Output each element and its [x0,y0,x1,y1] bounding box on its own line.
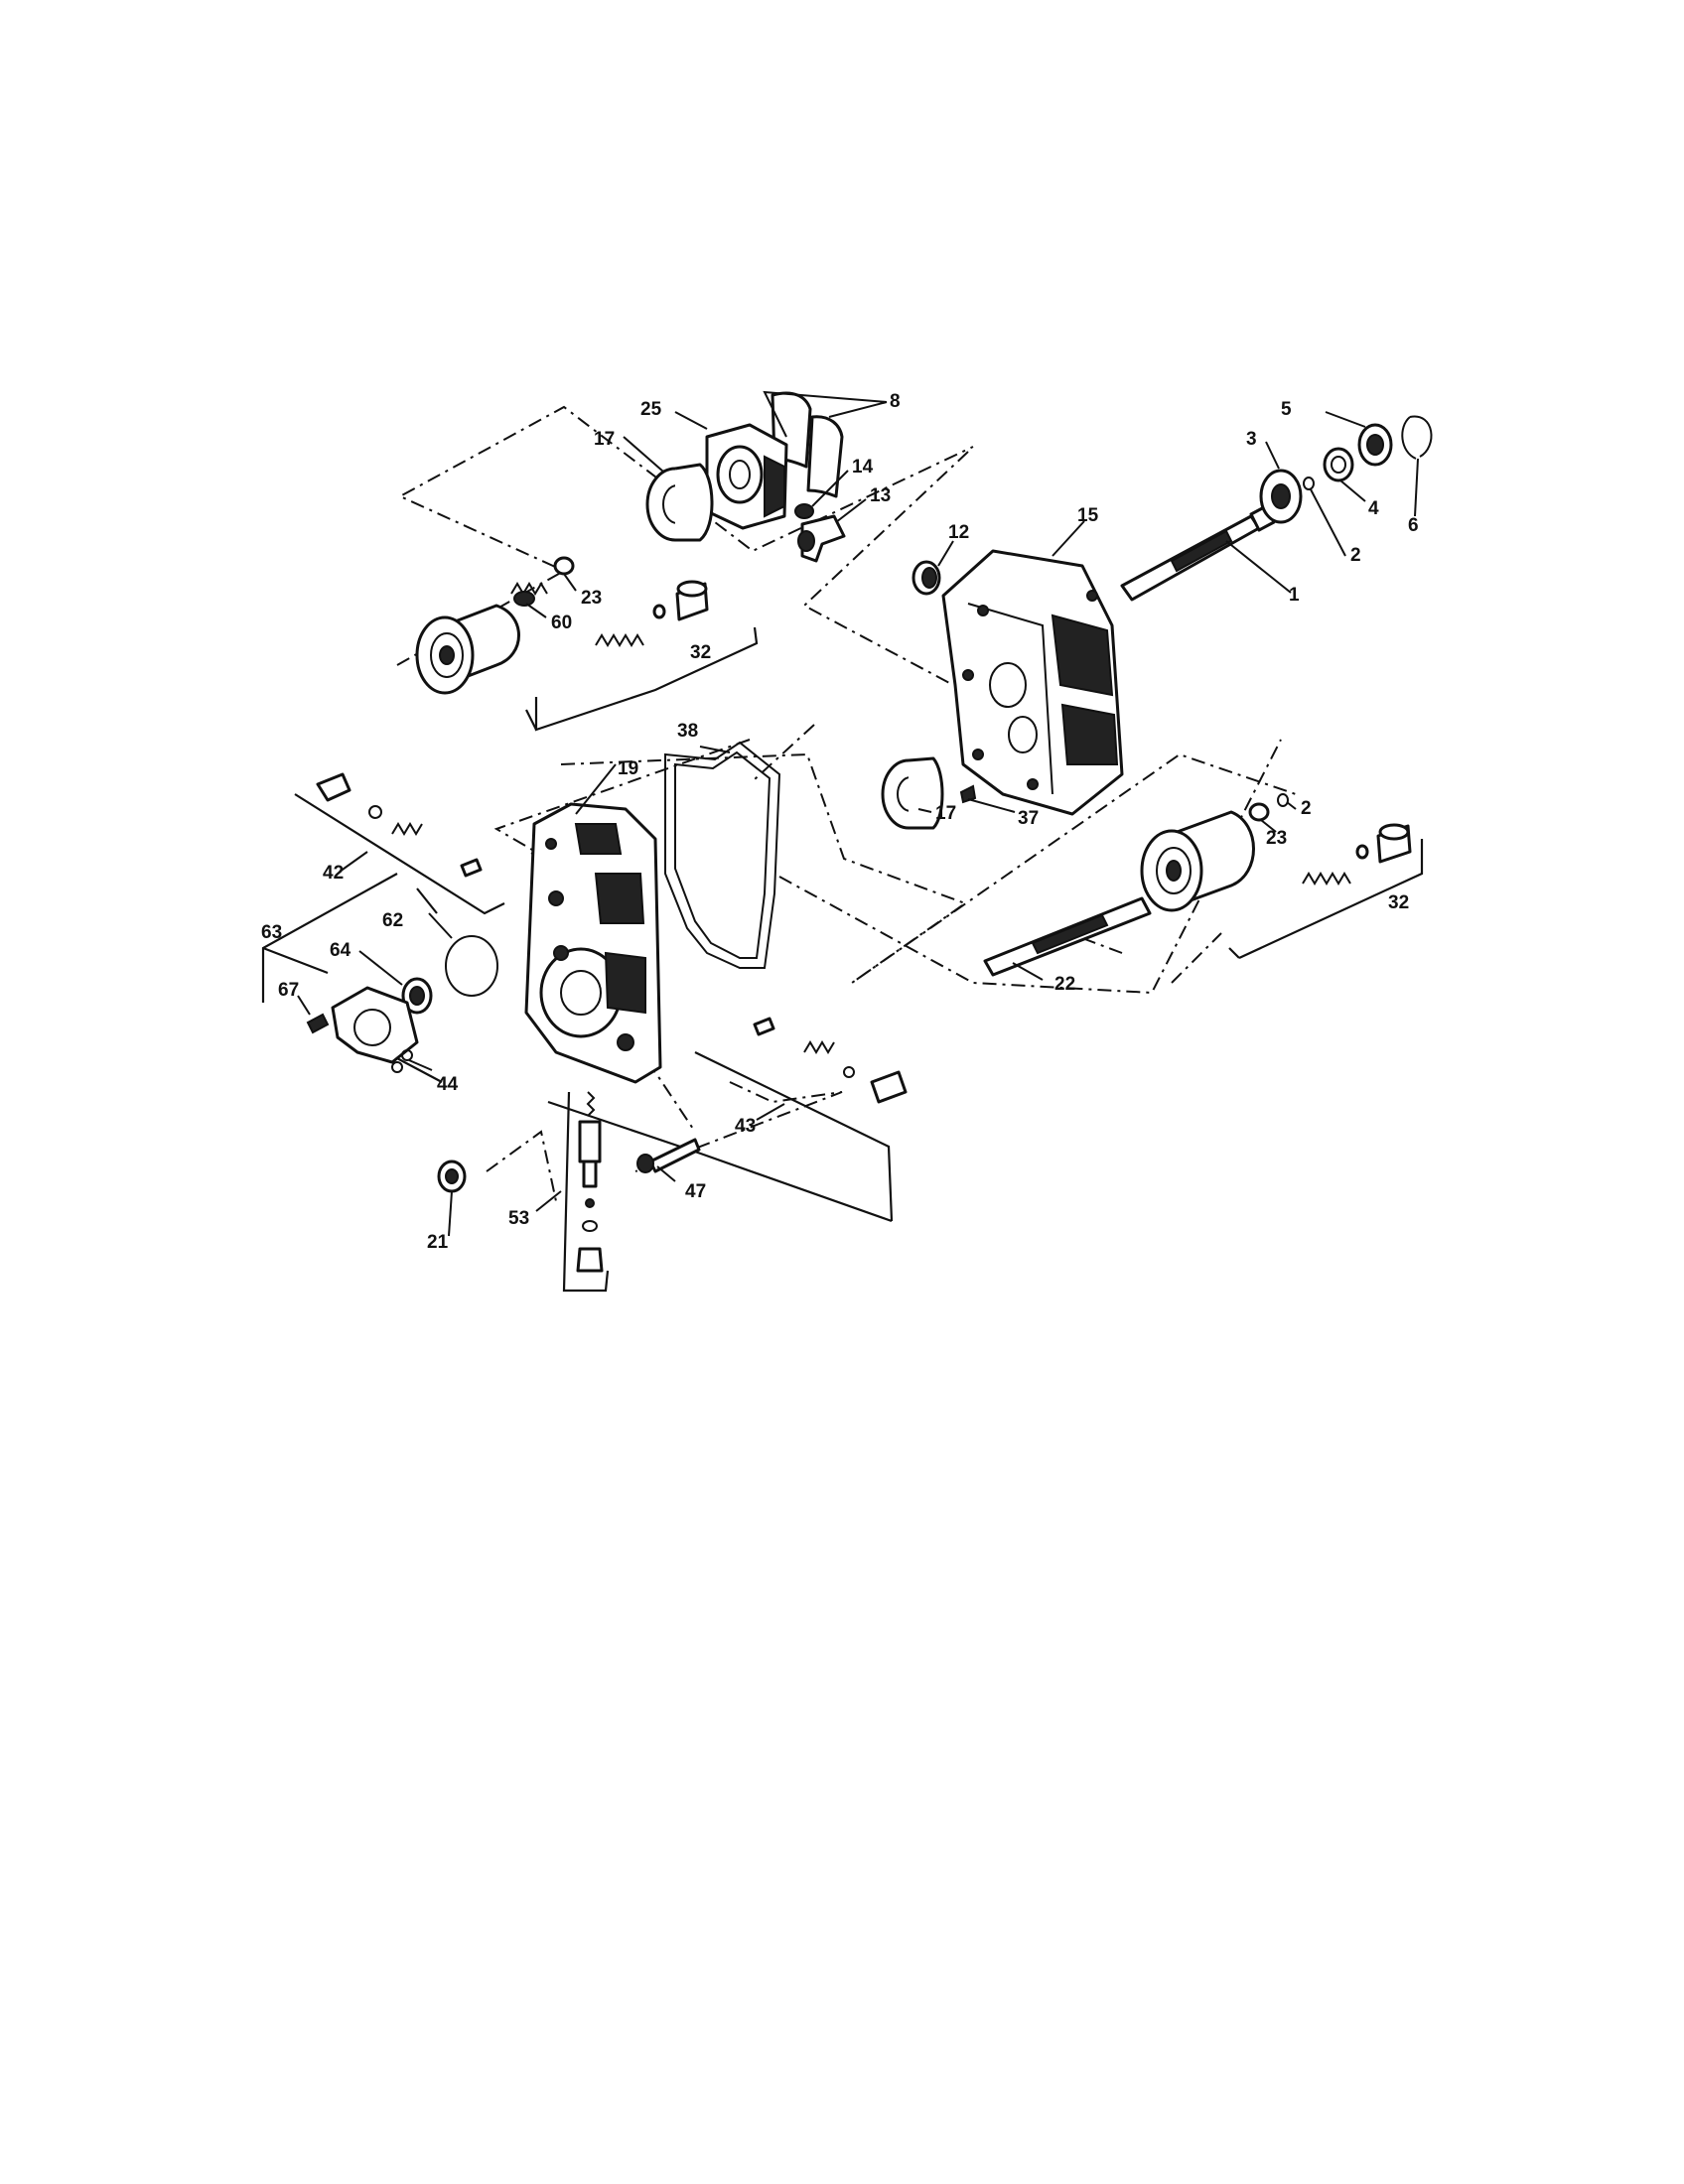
part-60-check-spring [510,582,548,607]
part-6-retaining-ring [1401,415,1433,460]
callout-37: 37 [1018,808,1039,829]
callout-64: 64 [330,940,351,961]
callout-42: 42 [323,863,344,884]
callout-32-upper: 32 [690,642,711,663]
callout-53: 53 [508,1208,529,1229]
part-15-main-housing [941,549,1124,816]
part-32-spring-lower [1302,823,1412,886]
part-64-bearing [401,977,433,1015]
part-43-check-valve [753,1017,908,1104]
callout-63: 63 [261,922,282,943]
cylinder-block-lower [1140,810,1255,912]
part-67-screw [306,1013,330,1034]
callout-62: 62 [382,910,403,931]
callout-60: 60 [551,613,572,633]
callout-19: 19 [618,758,638,779]
part-4-washer [1323,447,1354,482]
callout-21: 21 [427,1232,449,1253]
part-53-valve-stack [576,1091,604,1273]
callout-4: 4 [1368,498,1379,519]
callout-2-lower: 2 [1301,798,1312,819]
callout-14: 14 [852,457,874,478]
part-38-gasket [664,741,781,969]
callout-2-upper: 2 [1350,545,1361,566]
part-44-washers [391,1049,413,1073]
callout-25: 25 [640,399,662,420]
part-32-spring-upper [595,580,709,647]
part-2-oring-upper [1303,477,1315,490]
cylinder-block-upper [415,604,520,695]
callout-5: 5 [1281,399,1292,420]
part-23-washer-upper [553,556,575,576]
part-19-center-section [524,802,662,1084]
part-12-plug [912,560,941,596]
callout-17-upper: 17 [594,429,615,450]
part-2-oring-lower [1277,793,1289,807]
part-47-bolt [636,1138,701,1173]
part-3-bearing [1259,469,1303,524]
callout-23-upper: 23 [581,588,602,609]
group-brackets [261,626,1424,1293]
part-22-output-shaft [983,896,1152,977]
part-62-oring [445,935,498,997]
callout-13: 13 [870,485,891,506]
cover-plate [331,986,419,1064]
callout-22: 22 [1054,974,1075,995]
callout-12: 12 [948,522,969,543]
callout-1: 1 [1289,585,1300,606]
part-5-seal [1357,423,1393,467]
part-21-seal [437,1160,467,1193]
callout-23-lower: 23 [1266,828,1287,849]
assembly-guide-lines [396,405,1297,1202]
callout-38: 38 [677,721,698,742]
part-1-input-shaft [1120,504,1276,602]
leader-lines [297,390,1419,1237]
callout-6: 6 [1408,515,1419,536]
part-23-washer-lower [1248,802,1270,822]
part-37-pin [959,784,977,804]
part-17-bearing-lower [881,756,944,830]
callout-67: 67 [278,980,299,1001]
part-13-trunnion-arm [797,514,846,563]
part-25-swashplate [705,423,788,530]
callout-3: 3 [1246,429,1257,450]
callout-8: 8 [890,391,901,412]
part-42-check-valve [316,772,483,878]
part-14-washer [794,503,814,519]
callout-47: 47 [685,1181,706,1202]
part-17-bearing-upper [645,463,714,542]
callout-labels: 1 2 2 3 4 5 6 8 12 13 14 15 17 17 19 21 … [261,391,1419,1253]
callout-15: 15 [1077,505,1099,526]
callout-44: 44 [437,1074,459,1095]
callout-43: 43 [735,1116,756,1137]
callout-32-lower: 32 [1388,892,1409,913]
callout-17-lower: 17 [935,803,956,824]
